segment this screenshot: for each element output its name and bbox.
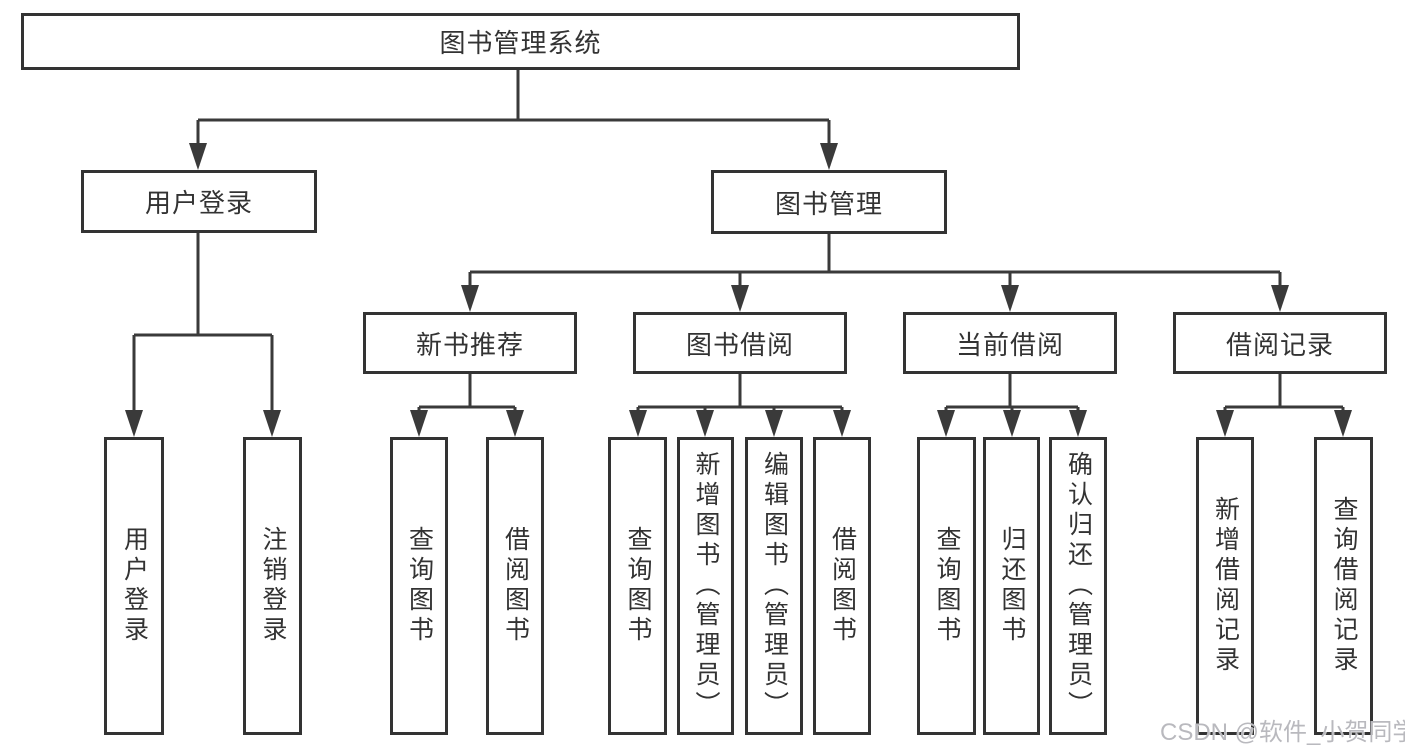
down-arrowhead [125, 410, 143, 437]
node-current-borrowing: 当前借阅 [903, 312, 1117, 374]
node-root-system: 图书管理系统 [21, 13, 1020, 70]
leaf-query-borrow-record: 查询借阅记录 [1314, 437, 1373, 735]
leaf-query-books-borrowing: 查询图书 [608, 437, 667, 735]
node-new-book-recommend: 新书推荐 [363, 312, 577, 374]
down-arrowhead [629, 410, 647, 437]
down-arrowhead [1271, 285, 1289, 312]
leaf-return-book: 归还图书 [983, 437, 1040, 735]
down-arrowhead [833, 410, 851, 437]
leaf-borrow-books-recommend: 借阅图书 [486, 437, 544, 735]
leaf-add-book-admin: 新增图书（管理员） [677, 437, 734, 735]
down-arrowhead [1334, 410, 1352, 437]
down-arrowhead [937, 410, 955, 437]
node-book-management: 图书管理 [711, 170, 947, 234]
leaf-query-books-recommend: 查询图书 [390, 437, 448, 735]
down-arrowhead [263, 410, 281, 437]
down-arrowhead [1001, 285, 1019, 312]
down-arrowhead [820, 143, 838, 170]
down-arrowhead [1069, 410, 1087, 437]
watermark: CSDN @软件_小贺同学 [1160, 719, 1405, 746]
leaf-edit-book-admin: 编辑图书（管理员） [745, 437, 803, 735]
leaf-add-borrow-record: 新增借阅记录 [1196, 437, 1254, 735]
leaf-borrow-books-borrowing: 借阅图书 [813, 437, 871, 735]
down-arrowhead [696, 410, 714, 437]
down-arrowhead [189, 143, 207, 170]
down-arrowhead [461, 285, 479, 312]
down-arrowhead [506, 410, 524, 437]
node-book-borrowing: 图书借阅 [633, 312, 847, 374]
connector-line [132, 70, 1345, 433]
node-borrow-records: 借阅记录 [1173, 312, 1387, 374]
leaf-confirm-return-admin: 确认归还（管理员） [1049, 437, 1107, 735]
leaf-query-books-current: 查询图书 [917, 437, 976, 735]
leaf-logout: 注销登录 [243, 437, 302, 735]
down-arrowhead [1216, 410, 1234, 437]
down-arrowhead [410, 410, 428, 437]
down-arrowhead [1003, 410, 1021, 437]
leaf-user-login: 用户登录 [104, 437, 164, 735]
down-arrowhead [765, 410, 783, 437]
node-user-login: 用户登录 [81, 170, 317, 233]
down-arrowhead [731, 285, 749, 312]
